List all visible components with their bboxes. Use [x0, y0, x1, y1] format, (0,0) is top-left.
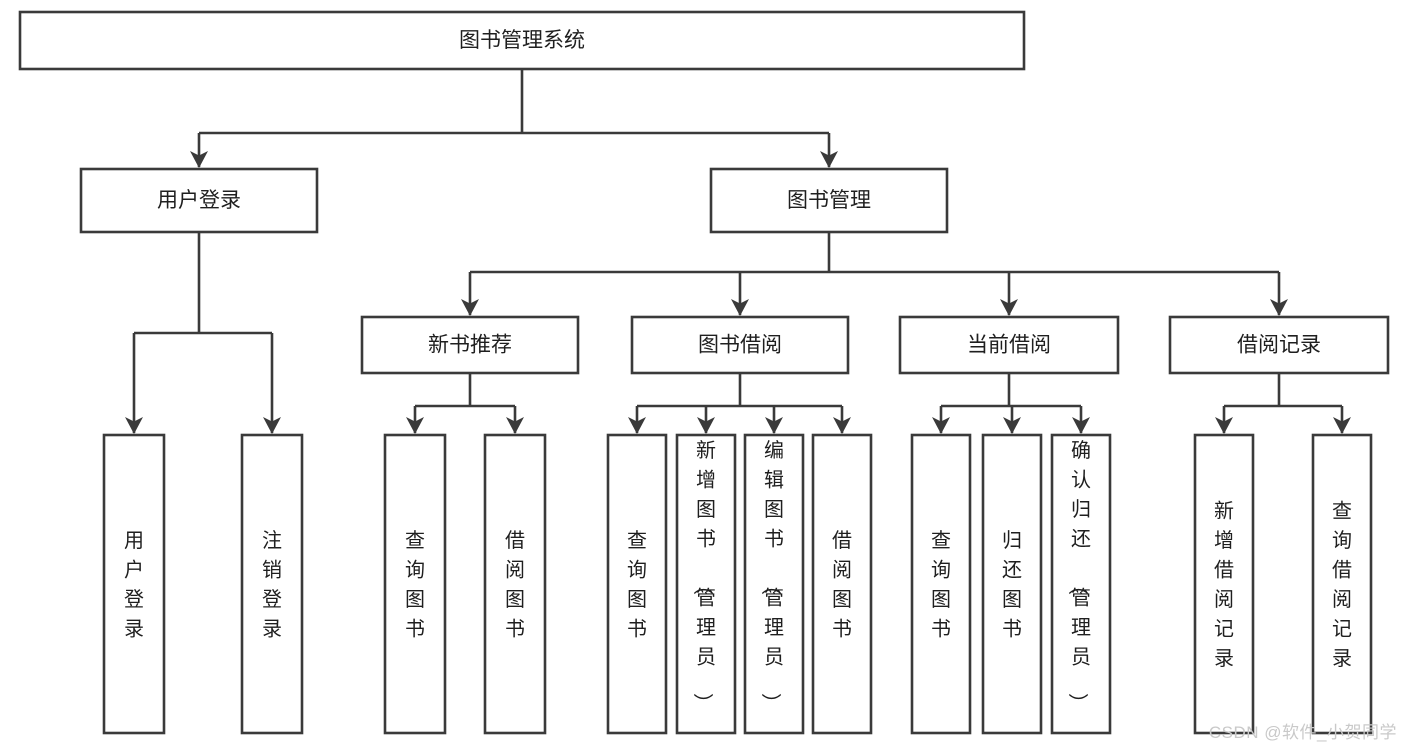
- node-box: [79, 167, 319, 234]
- node-label: 查询图书: [405, 529, 425, 641]
- node-leaf-return-book[interactable]: 归还图书: [981, 433, 1043, 735]
- node-leaf-query-borrow-record[interactable]: 查询借阅记录: [1311, 433, 1373, 735]
- node-leaf-query-book-borrow[interactable]: 查询图书: [606, 433, 668, 735]
- node-label: 用户登录: [124, 530, 144, 641]
- node-label: 当前借阅: [967, 334, 1051, 357]
- node-box: [898, 315, 1120, 375]
- arrow-head-icon: [932, 417, 950, 434]
- arrow-head-icon: [820, 151, 838, 168]
- node-leaf-query-book-rec[interactable]: 查询图书: [383, 433, 447, 735]
- node-label: 图书管理系统: [459, 29, 585, 52]
- node-box: [630, 315, 850, 375]
- arrow-head-icon: [833, 417, 851, 434]
- arrow-head-icon: [765, 417, 783, 434]
- node-box: [1311, 433, 1373, 735]
- node-label: 归还图书: [1002, 529, 1022, 641]
- node-box: [709, 167, 949, 234]
- node-leaf-borrow-book[interactable]: 借阅图书: [811, 433, 873, 735]
- watermark-label: CSDN @软件_小贺同学: [1208, 723, 1397, 742]
- node-box: [483, 433, 547, 735]
- node-user-login[interactable]: 用户登录: [79, 167, 319, 234]
- node-label: 编辑图书（管理员）: [759, 439, 784, 713]
- node-layer: 图书管理系统用户登录图书管理新书推荐图书借阅当前借阅借阅记录用户登录注销登录查询…: [18, 10, 1390, 735]
- arrow-head-icon: [190, 151, 208, 168]
- arrow-head-icon: [1270, 299, 1288, 316]
- node-book-borrow[interactable]: 图书借阅: [630, 315, 850, 375]
- arrow-head-icon: [1072, 417, 1090, 434]
- arrow-head-icon: [1333, 417, 1351, 434]
- node-leaf-user-login[interactable]: 用户登录: [102, 433, 166, 735]
- node-box: [102, 433, 166, 735]
- node-box: [606, 433, 668, 735]
- node-label: 图书管理: [787, 189, 871, 212]
- node-box: [811, 433, 873, 735]
- node-label: 借阅图书: [505, 529, 525, 641]
- arrow-head-icon: [697, 417, 715, 434]
- node-box: [743, 433, 805, 735]
- node-label: 查询图书: [627, 529, 647, 641]
- arrow-head-icon: [1003, 417, 1021, 434]
- node-box: [981, 433, 1043, 735]
- arrow-head-icon: [263, 417, 281, 434]
- node-root[interactable]: 图书管理系统: [18, 10, 1026, 71]
- node-leaf-edit-book-admin[interactable]: 编辑图书（管理员）: [743, 433, 805, 735]
- node-borrow-record[interactable]: 借阅记录: [1168, 315, 1390, 375]
- node-leaf-add-book-admin[interactable]: 新增图书（管理员）: [675, 433, 737, 735]
- node-label: 借阅记录: [1237, 334, 1321, 357]
- node-box: [240, 433, 304, 735]
- node-box: [383, 433, 447, 735]
- arrow-head-icon: [125, 417, 143, 434]
- node-label: 新书推荐: [428, 334, 512, 357]
- node-book-manage[interactable]: 图书管理: [709, 167, 949, 234]
- node-label: 确认归还（管理员）: [1066, 439, 1091, 713]
- connector-layer: [125, 69, 1351, 434]
- node-box: [1050, 433, 1112, 735]
- node-label: 查询借阅记录: [1332, 500, 1352, 671]
- arrow-head-icon: [461, 299, 479, 316]
- node-new-book-recommend[interactable]: 新书推荐: [360, 315, 580, 375]
- arrow-head-icon: [628, 417, 646, 434]
- arrow-head-icon: [1215, 417, 1233, 434]
- node-label: 图书借阅: [698, 334, 782, 357]
- node-box: [1193, 433, 1255, 735]
- node-leaf-add-borrow-record[interactable]: 新增借阅记录: [1193, 433, 1255, 735]
- node-label: 新增图书（管理员）: [691, 439, 716, 713]
- arrow-head-icon: [406, 417, 424, 434]
- node-box: [910, 433, 972, 735]
- node-box: [18, 10, 1026, 71]
- node-box: [675, 433, 737, 735]
- arrow-head-icon: [506, 417, 524, 434]
- node-leaf-query-book-current[interactable]: 查询图书: [910, 433, 972, 735]
- node-label: 注销登录: [262, 529, 282, 641]
- arrow-head-icon: [731, 299, 749, 316]
- node-current-borrow[interactable]: 当前借阅: [898, 315, 1120, 375]
- node-label: 用户登录: [157, 189, 241, 212]
- arrow-head-icon: [1000, 299, 1018, 316]
- node-label: 新增借阅记录: [1214, 500, 1234, 671]
- node-leaf-borrow-book-rec[interactable]: 借阅图书: [483, 433, 547, 735]
- node-label: 借阅图书: [832, 529, 852, 641]
- node-label: 查询图书: [931, 529, 951, 641]
- node-leaf-confirm-return-admin[interactable]: 确认归还（管理员）: [1050, 433, 1112, 735]
- node-box: [360, 315, 580, 375]
- node-leaf-logout-login[interactable]: 注销登录: [240, 433, 304, 735]
- node-box: [1168, 315, 1390, 375]
